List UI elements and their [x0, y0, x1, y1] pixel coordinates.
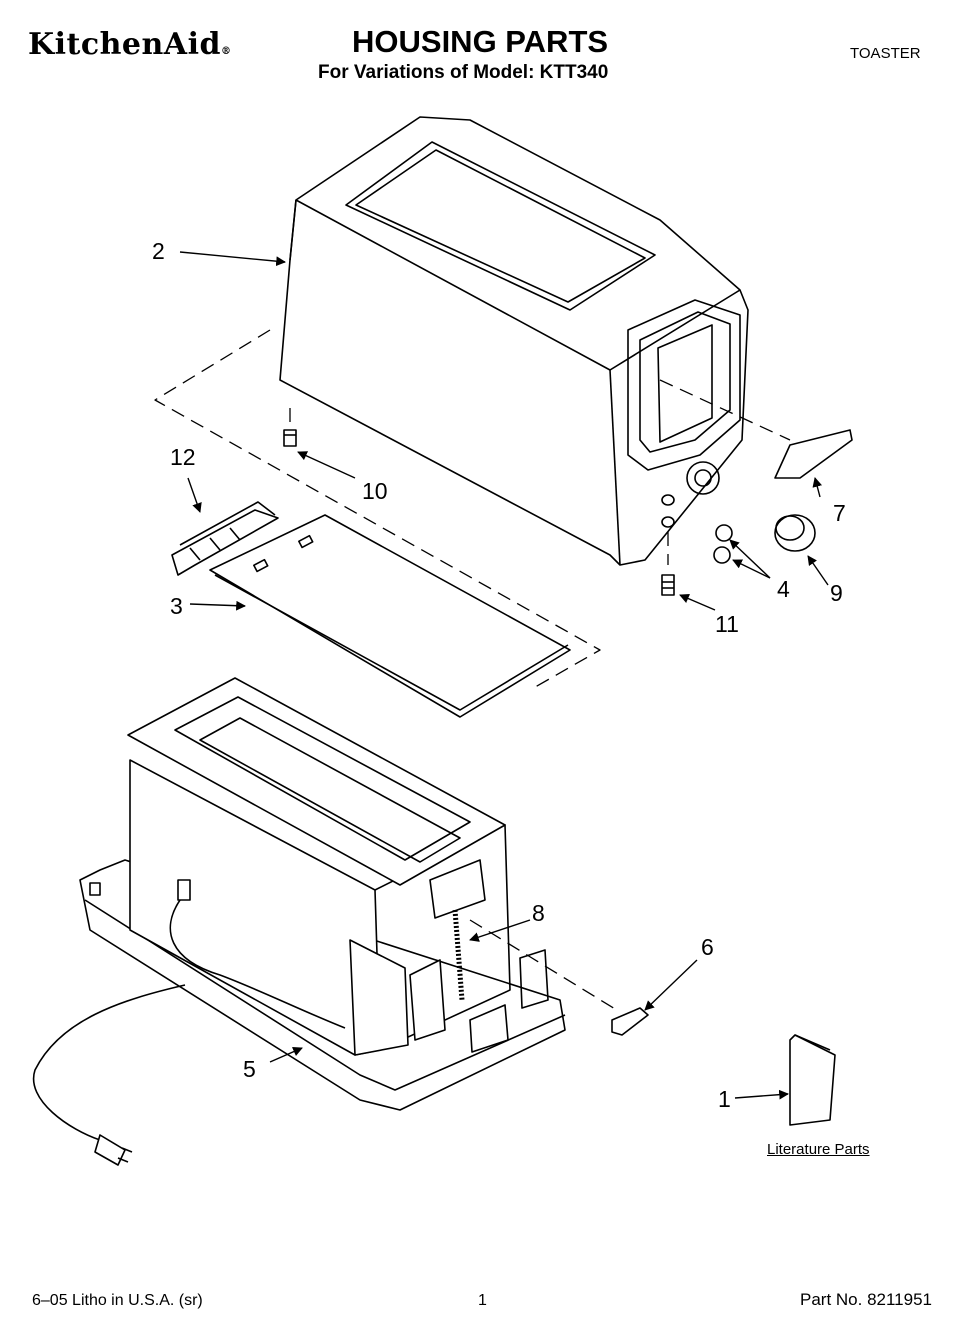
- product-type: TOASTER: [850, 45, 921, 62]
- page-subtitle: For Variations of Model: KTT340: [318, 62, 609, 83]
- callout-7: 7: [833, 500, 846, 526]
- page-title: HOUSING PARTS: [352, 24, 609, 59]
- registered-mark: ®: [220, 46, 232, 57]
- callout-12: 12: [170, 444, 196, 470]
- callout-leaders: [179, 251, 829, 1100]
- screw-10: [283, 429, 297, 447]
- literature-booklet: [789, 1034, 836, 1126]
- callout-11: 11: [715, 611, 739, 637]
- buttons: [713, 524, 733, 564]
- lever-handle: [774, 429, 853, 479]
- footer-litho: 6–05 Litho in U.S.A. (sr): [32, 1292, 203, 1309]
- literature-parts-label: Literature Parts: [767, 1141, 870, 1158]
- callout-3: 3: [170, 593, 183, 619]
- assembly-lines: [154, 329, 791, 1013]
- lever-bracket: [171, 501, 279, 576]
- footer-part-number: Part No. 8211951: [800, 1290, 932, 1309]
- callout-1: 1: [718, 1086, 731, 1112]
- literature-booklet-spine: [794, 1034, 831, 1051]
- callout-2: 2: [152, 238, 165, 264]
- base-chassis: [32, 677, 566, 1166]
- brand-logo: KitchenAid®: [28, 30, 231, 60]
- callout-5: 5: [243, 1056, 256, 1082]
- callout-9: 9: [830, 580, 843, 606]
- callout-10: 10: [362, 478, 388, 504]
- housing-shell: [279, 116, 749, 566]
- callout-6: 6: [701, 934, 714, 960]
- footer-page-number: 1: [478, 1292, 487, 1309]
- brand-name: KitchenAid: [28, 27, 221, 62]
- callout-4: 4: [777, 576, 790, 602]
- screw-11: [661, 574, 675, 596]
- callout-8: 8: [532, 900, 545, 926]
- rubber-foot: [611, 1007, 649, 1036]
- crumb-tray: [209, 514, 571, 718]
- control-knob: [774, 514, 816, 552]
